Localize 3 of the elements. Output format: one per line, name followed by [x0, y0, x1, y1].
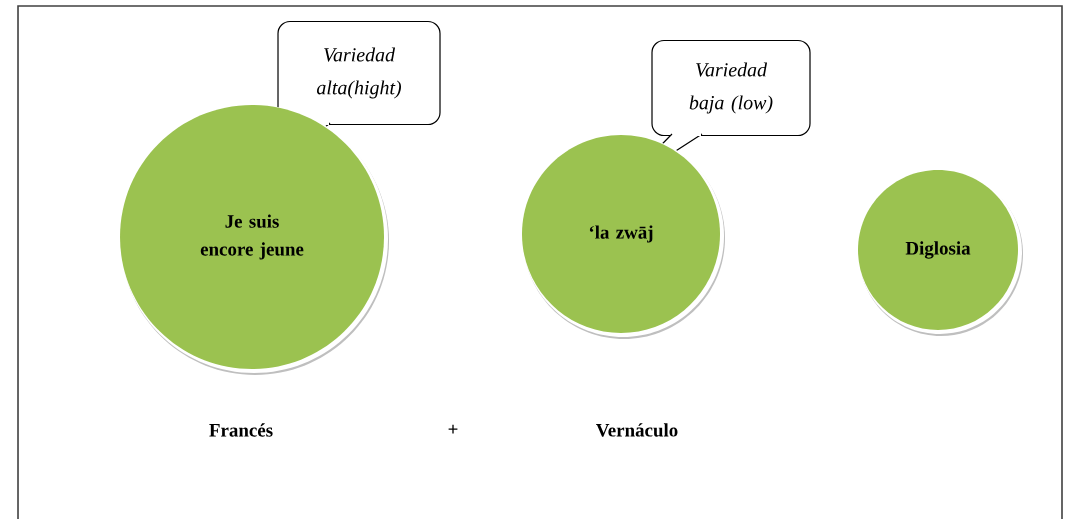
- label: +: [448, 424, 458, 434]
- label: Vernáculo: [596, 423, 678, 437]
- label: Francés: [209, 423, 273, 437]
